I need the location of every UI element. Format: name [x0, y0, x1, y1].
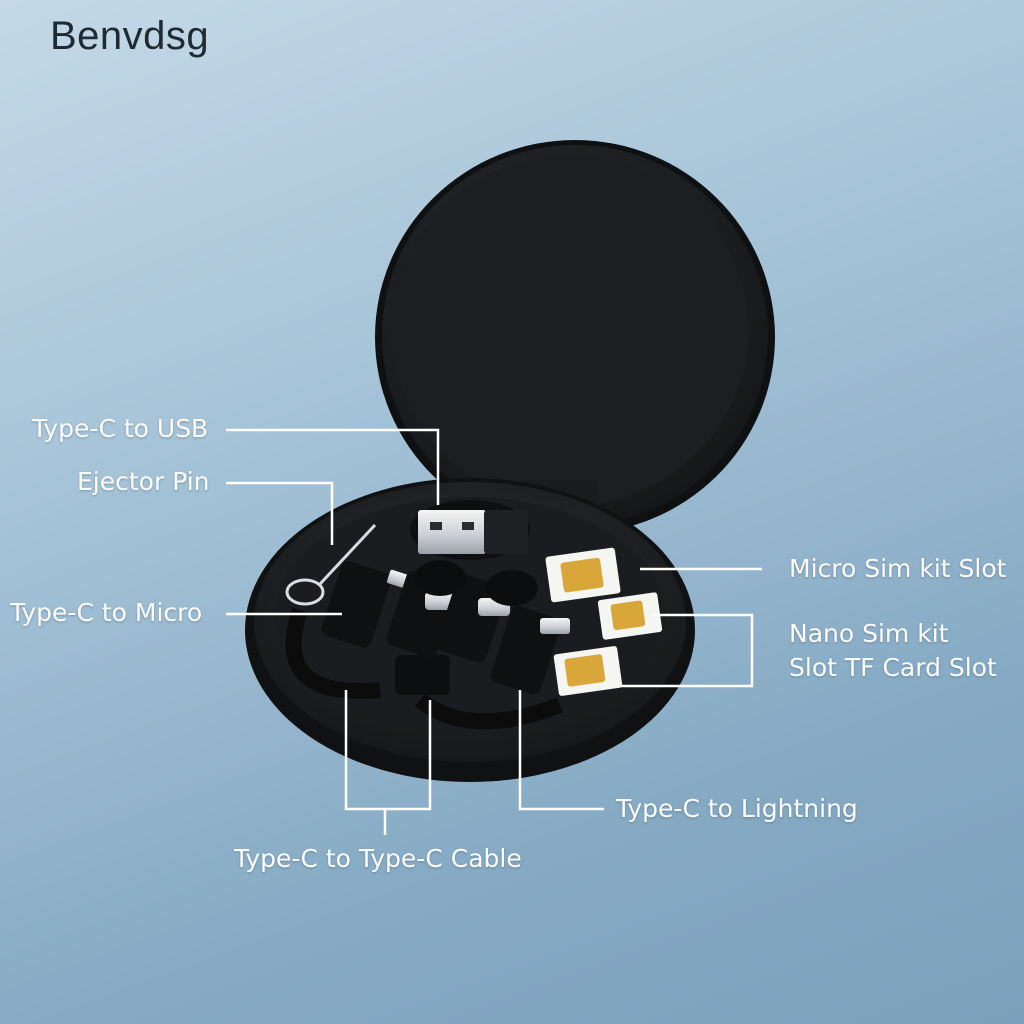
ejector-pin — [285, 523, 377, 606]
tf-card-slot — [553, 646, 623, 696]
brand-watermark: Benvdsg — [50, 14, 210, 58]
label-nano-sim-line2: Slot TF Card Slot — [789, 653, 997, 682]
case-lid — [375, 140, 775, 534]
adapter-row — [321, 560, 570, 695]
callout-line-usb — [226, 428, 440, 505]
callout-line-cable — [344, 690, 432, 811]
label-nano-sim-line1: Nano Sim kit — [789, 619, 949, 648]
callout-line-ejector — [226, 481, 334, 545]
label-type-c-to-micro: Type-C to Micro — [10, 598, 203, 627]
label-micro-sim-kit-slot: Micro Sim kit Slot — [789, 554, 1007, 583]
callout-line-nano-sim — [620, 613, 754, 688]
type-c-to-usb-adapter — [410, 500, 530, 560]
label-type-c-to-type-c-cable: Type-C to Type-C Cable — [234, 844, 522, 873]
type-c-cable — [285, 607, 563, 730]
callout-line-lightning — [518, 690, 604, 811]
label-type-c-to-lightning: Type-C to Lightning — [616, 794, 858, 823]
nano-sim-slot — [597, 592, 663, 640]
callout-lines — [226, 428, 762, 835]
label-ejector-pin: Ejector Pin — [77, 467, 210, 496]
label-type-c-to-usb: Type-C to USB — [32, 414, 209, 443]
micro-sim-slot — [545, 547, 621, 603]
